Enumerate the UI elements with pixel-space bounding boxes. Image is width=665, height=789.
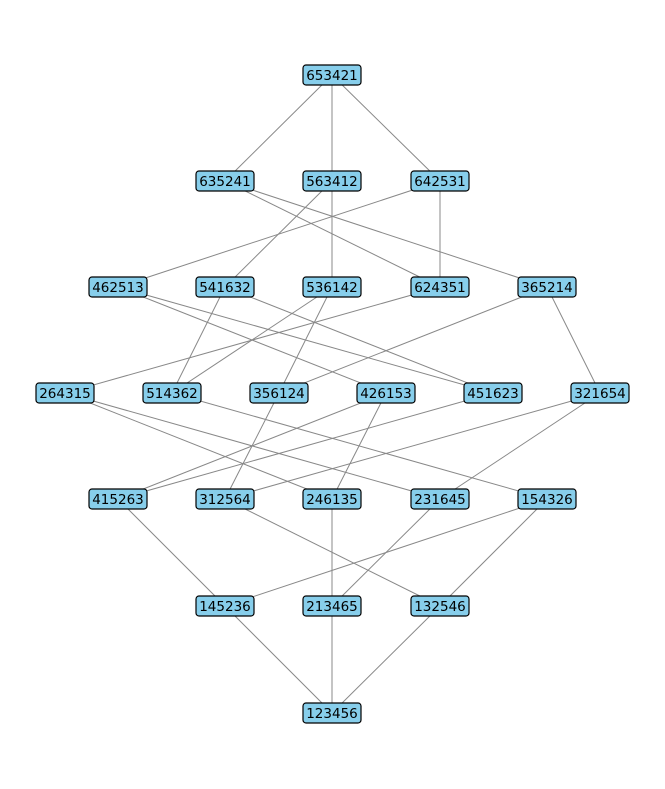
- edge-154326-132546: [439, 498, 548, 607]
- node-label: 123456: [306, 706, 358, 722]
- edge-264315-246135: [64, 392, 333, 500]
- node-box: [302, 170, 362, 192]
- node-label: 365214: [521, 280, 573, 296]
- node-145236: 145236: [195, 595, 255, 617]
- edge-132546-123456: [331, 605, 441, 714]
- node-132546: 132546: [410, 595, 470, 617]
- node-label: 415263: [92, 492, 144, 508]
- node-231645: 231645: [410, 488, 470, 510]
- nodes-layer: 123456 132546 145236 154326 213465 231645 2461…: [35, 64, 630, 724]
- node-label: 451623: [467, 386, 519, 402]
- node-321654: 321654: [570, 382, 630, 404]
- edge-145236-123456: [224, 605, 333, 714]
- node-123456: 123456: [302, 702, 362, 724]
- node-label: 624351: [414, 280, 466, 296]
- node-label: 356124: [253, 386, 305, 402]
- node-264315: 264315: [35, 382, 95, 404]
- edge-635241-365214: [224, 180, 548, 288]
- node-541632: 541632: [195, 276, 255, 298]
- node-label: 462513: [92, 280, 144, 296]
- node-label: 231645: [414, 492, 466, 508]
- node-box: [356, 382, 416, 404]
- node-box: [463, 382, 523, 404]
- edge-321654-231645: [439, 392, 601, 500]
- edge-653421-635241: [224, 74, 333, 182]
- edge-321654-312564: [224, 392, 601, 500]
- node-label: 145236: [199, 599, 251, 615]
- node-label: 635241: [199, 174, 251, 190]
- node-label: 246135: [306, 492, 358, 508]
- node-642531: 642531: [410, 170, 470, 192]
- node-563412: 563412: [302, 170, 362, 192]
- node-box: [302, 276, 362, 298]
- edge-154326-145236: [224, 498, 548, 607]
- edge-426153-246135: [331, 392, 387, 500]
- node-box: [142, 382, 202, 404]
- node-426153: 426153: [356, 382, 416, 404]
- node-box: [195, 170, 255, 192]
- node-label: 514362: [146, 386, 198, 402]
- edge-624351-264315: [64, 286, 441, 394]
- node-box: [570, 382, 630, 404]
- node-462513: 462513: [88, 276, 148, 298]
- edge-426153-415263: [117, 392, 387, 500]
- node-label: 642531: [414, 174, 466, 190]
- node-label: 541632: [199, 280, 251, 296]
- node-box: [302, 595, 362, 617]
- node-box: [410, 276, 470, 298]
- edge-642531-462513: [117, 180, 441, 288]
- node-box: [35, 382, 95, 404]
- node-451623: 451623: [463, 382, 523, 404]
- node-635241: 635241: [195, 170, 255, 192]
- node-box: [410, 488, 470, 510]
- node-label: 132546: [414, 599, 466, 615]
- node-box: [195, 488, 255, 510]
- edge-365214-356124: [278, 286, 548, 394]
- node-box: [88, 488, 148, 510]
- node-536142: 536142: [302, 276, 362, 298]
- node-box: [410, 595, 470, 617]
- node-624351: 624351: [410, 276, 470, 298]
- node-box: [517, 276, 577, 298]
- node-box: [249, 382, 309, 404]
- node-box: [410, 170, 470, 192]
- node-312564: 312564: [195, 488, 255, 510]
- node-653421: 653421: [302, 64, 362, 86]
- edge-365214-321654: [546, 286, 601, 394]
- edge-541632-451623: [224, 286, 494, 394]
- node-label: 426153: [360, 386, 412, 402]
- node-box: [517, 488, 577, 510]
- node-246135: 246135: [302, 488, 362, 510]
- edge-536142-356124: [278, 286, 333, 394]
- node-box: [302, 488, 362, 510]
- node-box: [302, 702, 362, 724]
- node-label: 321654: [574, 386, 626, 402]
- node-label: 653421: [306, 68, 358, 84]
- node-365214: 365214: [517, 276, 577, 298]
- edges-layer: [64, 74, 601, 714]
- node-415263: 415263: [88, 488, 148, 510]
- edge-451623-415263: [117, 392, 494, 500]
- node-label: 213465: [306, 599, 358, 615]
- node-box: [88, 276, 148, 298]
- node-box: [302, 64, 362, 86]
- node-label: 312564: [199, 492, 251, 508]
- edge-541632-514362: [171, 286, 226, 394]
- node-356124: 356124: [249, 382, 309, 404]
- node-box: [195, 595, 255, 617]
- edge-415263-145236: [117, 498, 226, 607]
- edge-653421-642531: [331, 74, 441, 182]
- node-514362: 514362: [142, 382, 202, 404]
- node-label: 536142: [306, 280, 358, 296]
- node-label: 563412: [306, 174, 358, 190]
- node-213465: 213465: [302, 595, 362, 617]
- node-label: 154326: [521, 492, 573, 508]
- node-154326: 154326: [517, 488, 577, 510]
- node-box: [195, 276, 255, 298]
- node-label: 264315: [39, 386, 91, 402]
